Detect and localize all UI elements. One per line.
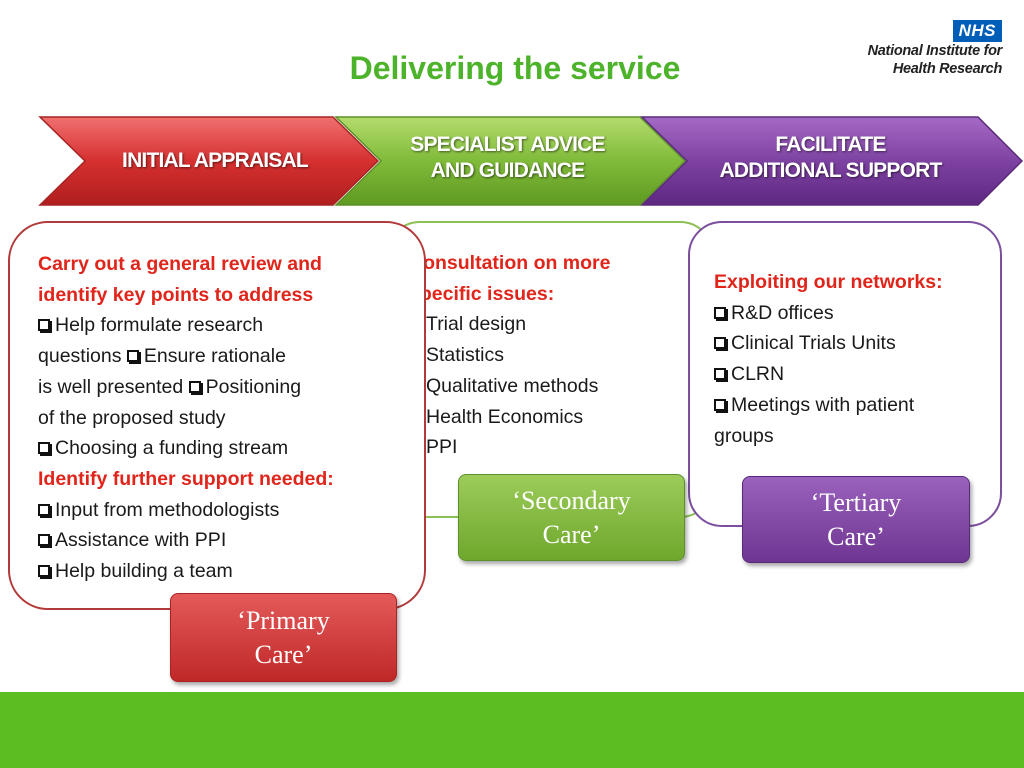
list-item: PPI [409,432,611,463]
stage-label-initial-appraisal: INITIAL APPRAISAL [122,149,309,172]
logo-line-1: National Institute for [867,43,1003,59]
checkbox-bullet-icon [714,368,726,381]
list-item: Trial design [409,309,611,340]
list-item: of the proposed study [38,406,226,429]
list-item: questions Ensure rationale [38,345,286,368]
list-item: Statistics [409,340,611,371]
checkbox-bullet-icon [38,503,50,516]
checkbox-bullet-icon [38,565,50,578]
process-arrows [38,116,1024,206]
list-item: Clinical Trials Units [714,328,943,359]
stage-arrow-facilitate-support [640,116,1024,206]
checkbox-bullet-icon [38,319,50,332]
list-item: Qualitative methods [409,371,611,402]
nhs-logo: NHS National Institute for Health Resear… [868,20,1002,78]
checkbox-bullet-icon [714,337,726,350]
secondary-care-text: Consultation on more specific issues: Tr… [409,248,611,463]
list-item: Help formulate research [38,310,334,341]
primary-care-badge: ‘Primary Care’ [170,593,397,682]
list-item: Meetings with patient [714,390,943,421]
tertiary-care-badge: ‘Tertiary Care’ [742,476,970,563]
checkbox-bullet-icon [126,350,139,363]
list-item: Health Economics [409,402,611,433]
stage-arrow-initial-appraisal [38,116,380,206]
checkbox-bullet-icon [38,442,50,455]
primary-care-text: Carry out a general review and identify … [38,249,334,587]
checkbox-bullet-icon [714,398,726,411]
list-item: CLRN [714,359,943,390]
logo-line-2: Health Research [892,61,1002,77]
list-item: Assistance with PPI [38,525,334,556]
secondary-care-badge: ‘Secondary Care’ [458,474,685,561]
checkbox-bullet-icon [38,534,50,547]
list-item: Help building a team [38,556,334,587]
list-item: Choosing a funding stream [38,433,334,464]
primary-care-card [8,221,426,610]
list-item: is well presented Positioning [38,375,302,398]
tertiary-care-text: Exploiting our networks: R&D offices Cli… [714,267,943,451]
nhs-badge: NHS [952,20,1002,42]
stage-label-facilitate-support: FACILITATE ADDITIONAL SUPPORT [719,133,942,182]
list-item: R&D offices [714,298,943,329]
stage-label-specialist-advice: SPECIALIST ADVICE AND GUIDANCE [410,133,605,182]
checkbox-bullet-icon [714,306,726,319]
checkbox-bullet-icon [188,380,201,393]
stage-arrow-specialist-advice [334,116,687,206]
list-item: groups [714,424,774,447]
list-item: Input from methodologists [38,495,334,526]
footer-bar [0,692,1024,768]
page-title: Delivering the service [349,50,681,86]
